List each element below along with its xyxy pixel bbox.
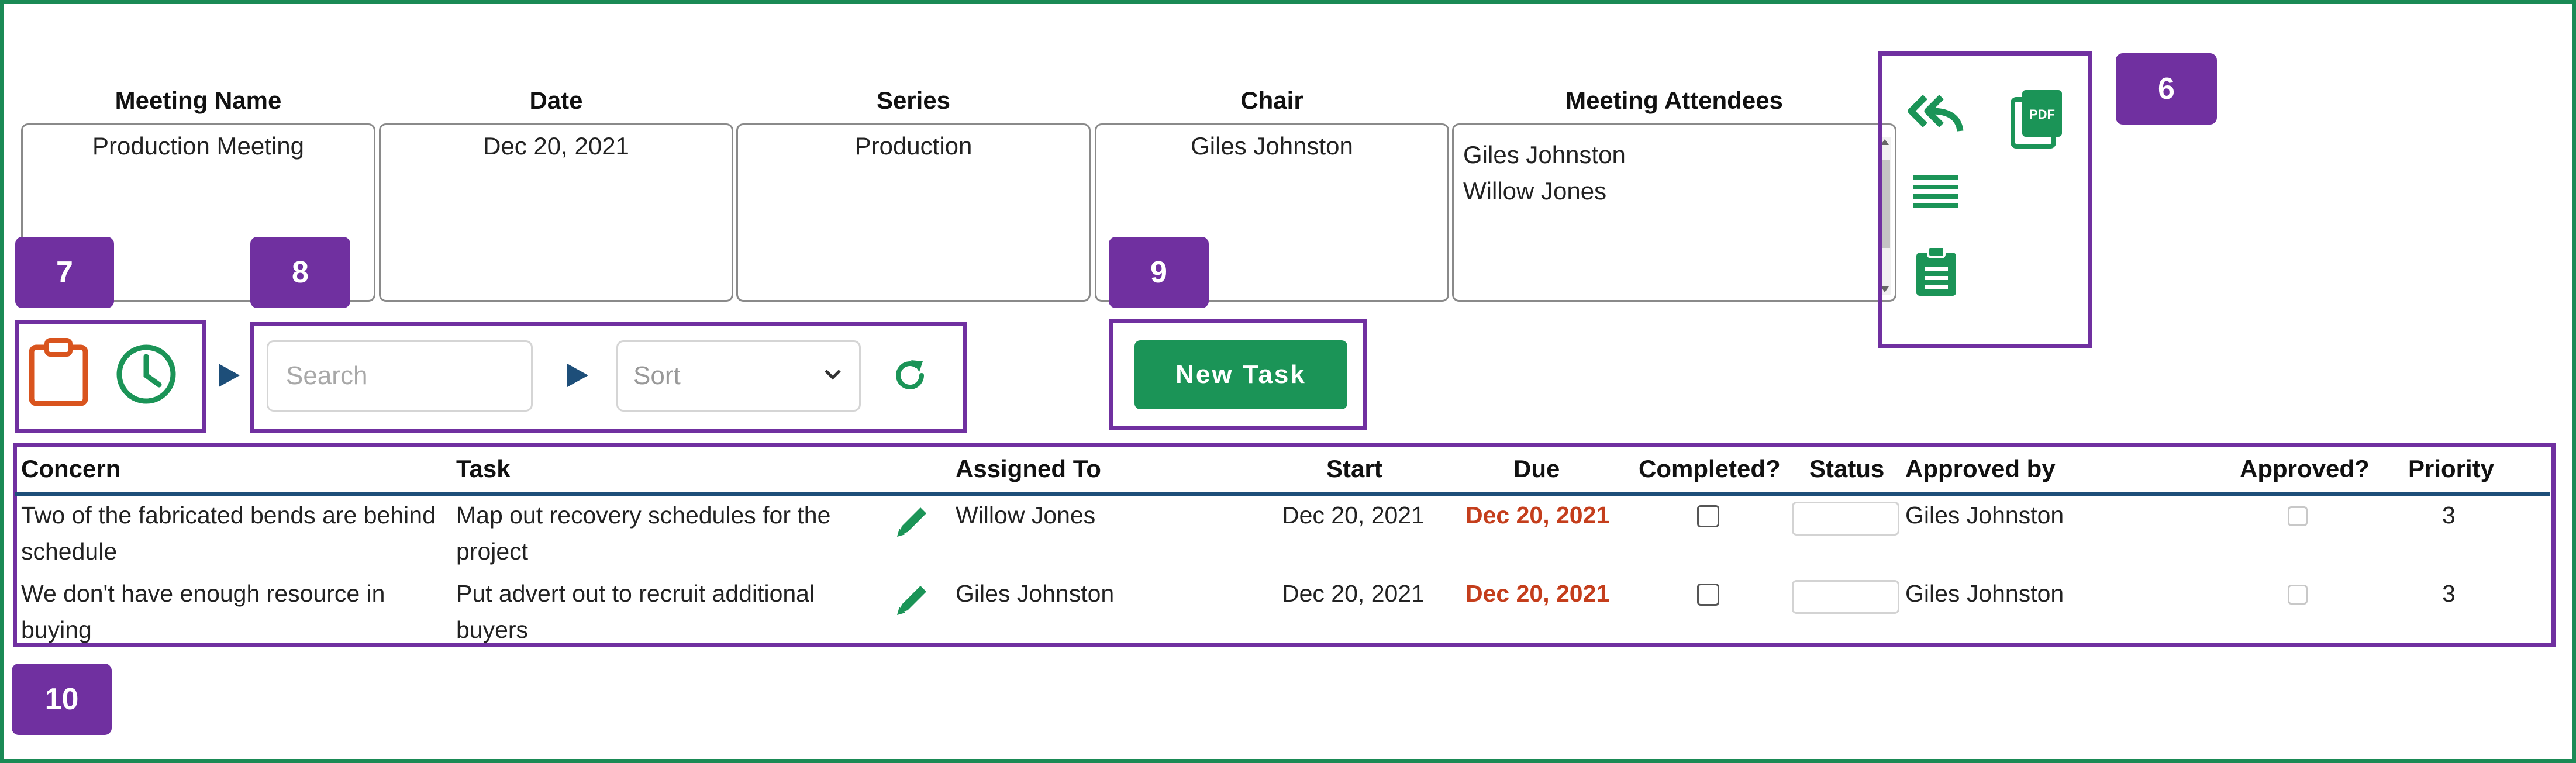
series-field[interactable]: Production: [736, 123, 1091, 302]
priority-cell: 3: [2442, 580, 2456, 607]
assigned-to-cell: Giles Johnston: [956, 580, 1115, 607]
clock-icon[interactable]: [115, 343, 178, 406]
start-cell: Dec 20, 2021: [1282, 580, 1425, 607]
column-header-start[interactable]: Start: [1326, 455, 1382, 482]
due-cell: Dec 20, 2021: [1465, 580, 1610, 607]
callout-9-badge: 9: [1109, 237, 1209, 308]
play-arrow-icon: [219, 364, 240, 387]
column-header-task[interactable]: Task: [456, 455, 511, 482]
column-header-completed[interactable]: Completed?: [1639, 455, 1781, 482]
date-field[interactable]: Dec 20, 2021: [379, 123, 733, 302]
concern-cell: Two of the fabricated bends are behind s…: [21, 497, 436, 569]
task-cell: Put advert out to recruit additional buy…: [456, 575, 815, 648]
list-icon[interactable]: [1913, 174, 1958, 210]
meeting-attendees-field[interactable]: Giles Johnston Willow Jones: [1452, 123, 1896, 302]
new-task-button[interactable]: New Task: [1134, 340, 1347, 409]
series-value: Production: [854, 132, 973, 160]
sort-select[interactable]: Sort: [616, 340, 861, 412]
callout-9-box: [1109, 319, 1367, 430]
series-label: Series: [876, 87, 951, 114]
completed-checkbox[interactable]: [1697, 505, 1719, 527]
callout-7-box: [15, 320, 206, 433]
concern-line: schedule: [21, 538, 118, 565]
concern-line: We don't have enough resource in: [21, 580, 385, 607]
status-input[interactable]: [1792, 580, 1899, 614]
pencil-edit-icon[interactable]: [895, 581, 931, 617]
chair-label: Chair: [1240, 87, 1303, 114]
approved-checkbox[interactable]: [2288, 585, 2308, 605]
search-input[interactable]: [267, 340, 533, 412]
refresh-icon[interactable]: [891, 357, 929, 394]
callout-8-badge: 8: [250, 237, 350, 308]
table-header-divider: [15, 492, 2550, 496]
callout-10-box: [13, 443, 2556, 647]
pencil-edit-icon[interactable]: [895, 503, 931, 539]
task-line: project: [456, 538, 529, 565]
task-line: Put advert out to recruit additional: [456, 580, 815, 607]
column-header-approved-by[interactable]: Approved by: [1905, 455, 2056, 482]
completed-checkbox[interactable]: [1697, 584, 1719, 606]
column-header-due[interactable]: Due: [1513, 455, 1560, 482]
attendee-item: Willow Jones: [1463, 177, 1607, 205]
due-cell: Dec 20, 2021: [1465, 502, 1610, 529]
start-cell: Dec 20, 2021: [1282, 502, 1425, 529]
callout-7-badge: 7: [15, 237, 114, 308]
column-header-assigned-to[interactable]: Assigned To: [956, 455, 1101, 482]
approved-checkbox[interactable]: [2288, 506, 2308, 526]
concern-line: buying: [21, 616, 92, 643]
date-label: Date: [529, 87, 583, 114]
sort-select-value: Sort: [633, 361, 681, 390]
priority-cell: 3: [2442, 502, 2456, 529]
clipboard-icon[interactable]: [28, 338, 89, 407]
concern-cell: We don't have enough resource in buying: [21, 575, 385, 648]
column-header-approved[interactable]: Approved?: [2240, 455, 2370, 482]
reply-all-icon[interactable]: [1908, 92, 1964, 133]
chevron-down-icon: [825, 370, 841, 380]
column-header-concern[interactable]: Concern: [21, 455, 121, 482]
date-value: Dec 20, 2021: [483, 132, 629, 160]
clipboard-list-icon[interactable]: [1915, 246, 1957, 297]
approved-by-cell: Giles Johnston: [1905, 502, 2064, 529]
callout-6-box: [1878, 51, 2092, 348]
callout-6-badge: 6: [2116, 53, 2217, 125]
column-header-priority[interactable]: Priority: [2408, 455, 2495, 482]
assigned-to-cell: Willow Jones: [956, 502, 1096, 529]
pdf-icon[interactable]: PDF: [2011, 88, 2064, 149]
task-cell: Map out recovery schedules for the proje…: [456, 497, 830, 569]
meeting-attendees-label: Meeting Attendees: [1565, 87, 1783, 114]
attendee-item: Giles Johnston: [1463, 141, 1626, 168]
chair-value: Giles Johnston: [1191, 132, 1353, 160]
callout-8-box: [250, 322, 967, 433]
task-line: buyers: [456, 616, 529, 643]
callout-10-badge: 10: [12, 664, 112, 735]
column-header-status[interactable]: Status: [1809, 455, 1885, 482]
task-line: Map out recovery schedules for the: [456, 502, 831, 529]
approved-by-cell: Giles Johnston: [1905, 580, 2064, 607]
svg-text:PDF: PDF: [2029, 107, 2055, 122]
concern-line: Two of the fabricated bends are behind: [21, 502, 436, 529]
meeting-name-label: Meeting Name: [115, 87, 282, 114]
meeting-name-value: Production Meeting: [92, 132, 304, 160]
status-input[interactable]: [1792, 502, 1899, 536]
play-arrow-icon: [567, 364, 588, 387]
